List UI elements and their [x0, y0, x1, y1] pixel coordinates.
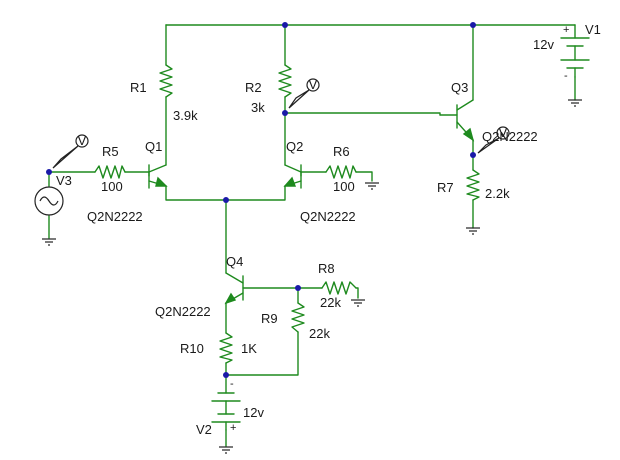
label-q1-ref: Q1: [145, 139, 162, 154]
voltage-probe-r2[interactable]: V: [288, 77, 320, 109]
resistor-r5[interactable]: [94, 165, 126, 179]
junction-dot: [46, 169, 52, 175]
label-r6-ref: R6: [333, 144, 350, 159]
label-r6-value: 100: [333, 179, 355, 194]
label-v1-minus: -: [564, 70, 568, 82]
label-v2-value: 12v: [243, 405, 264, 420]
transistor-q4[interactable]: [224, 272, 244, 305]
transistor-q2[interactable]: [283, 164, 302, 189]
labels: R1 3.9k R2 3k R5 100 R6 100 R7 2.2k R8 2…: [56, 22, 601, 437]
resistor-r9[interactable]: [291, 302, 305, 333]
label-r1-ref: R1: [130, 80, 147, 95]
probe-label: V: [499, 125, 508, 140]
label-r5-ref: R5: [102, 144, 119, 159]
ac-source-v3[interactable]: [34, 186, 64, 216]
label-v1-ref: V1: [585, 22, 601, 37]
ground-r8: [351, 299, 365, 307]
wire-r9-bottom: [225, 331, 299, 376]
junction-dot: [470, 22, 476, 28]
label-r2-value: 3k: [251, 100, 265, 115]
wire-q3-base: [284, 112, 441, 116]
probe-label: V: [309, 77, 318, 92]
label-q4-ref: Q4: [226, 254, 243, 269]
label-q3-ref: Q3: [451, 80, 468, 95]
label-v3-ref: V3: [56, 173, 72, 188]
junction-dot: [282, 22, 288, 28]
label-r10-ref: R10: [180, 341, 204, 356]
junction-dot: [295, 285, 301, 291]
wire-q2b-r6: [300, 171, 327, 177]
transistor-q3[interactable]: [439, 99, 475, 142]
wire-r5-q1b: [124, 171, 150, 177]
resistor-r1[interactable]: [159, 64, 173, 98]
label-q3-model: Q2N2222: [482, 129, 538, 144]
junction-dot: [223, 372, 229, 378]
junction-dot: [282, 110, 288, 116]
label-q1-model: Q2N2222: [87, 209, 143, 224]
label-r8-ref: R8: [318, 261, 335, 276]
resistor-r7[interactable]: [466, 169, 480, 201]
label-r5-value: 100: [101, 179, 123, 194]
resistor-r2[interactable]: [278, 64, 292, 98]
label-v2-ref: V2: [196, 422, 212, 437]
ground-v1: [568, 99, 582, 107]
voltage-probe-v3[interactable]: V: [52, 133, 89, 169]
transistor-q1[interactable]: [148, 164, 168, 189]
resistor-r6[interactable]: [325, 165, 357, 179]
ground-r6: [365, 182, 379, 190]
label-r1-value: 3.9k: [173, 108, 198, 123]
wire-r6-gnd: [355, 171, 373, 182]
label-v1-value: 12v: [533, 37, 554, 52]
label-r9-value: 22k: [309, 326, 330, 341]
ground-v3: [42, 238, 56, 246]
label-q2-model: Q2N2222: [300, 209, 356, 224]
ground-v2: [219, 446, 233, 454]
label-r10-value: 1K: [241, 341, 257, 356]
label-r7-value: 2.2k: [485, 186, 510, 201]
resistor-r10[interactable]: [219, 332, 233, 364]
ground-r7: [466, 227, 480, 235]
battery-v2[interactable]: [211, 392, 241, 431]
label-r9-ref: R9: [261, 311, 278, 326]
label-v1-plus: +: [563, 24, 569, 36]
label-v2-plus: +: [230, 422, 236, 434]
label-r8-value: 22k: [320, 295, 341, 310]
resistor-r8[interactable]: [321, 281, 357, 295]
voltage-probe-q3[interactable]: V: [477, 125, 510, 154]
junction-dot: [223, 197, 229, 203]
label-v2-minus: -: [230, 378, 234, 390]
battery-v1[interactable]: [560, 37, 590, 78]
junctions: [46, 22, 476, 378]
label-r2-ref: R2: [245, 80, 262, 95]
probe-label: V: [78, 133, 87, 148]
junction-dot: [470, 152, 476, 158]
label-q4-model: Q2N2222: [155, 304, 211, 319]
label-r7-ref: R7: [437, 180, 454, 195]
wire-r8-gnd: [355, 287, 359, 299]
label-q2-ref: Q2: [286, 139, 303, 154]
